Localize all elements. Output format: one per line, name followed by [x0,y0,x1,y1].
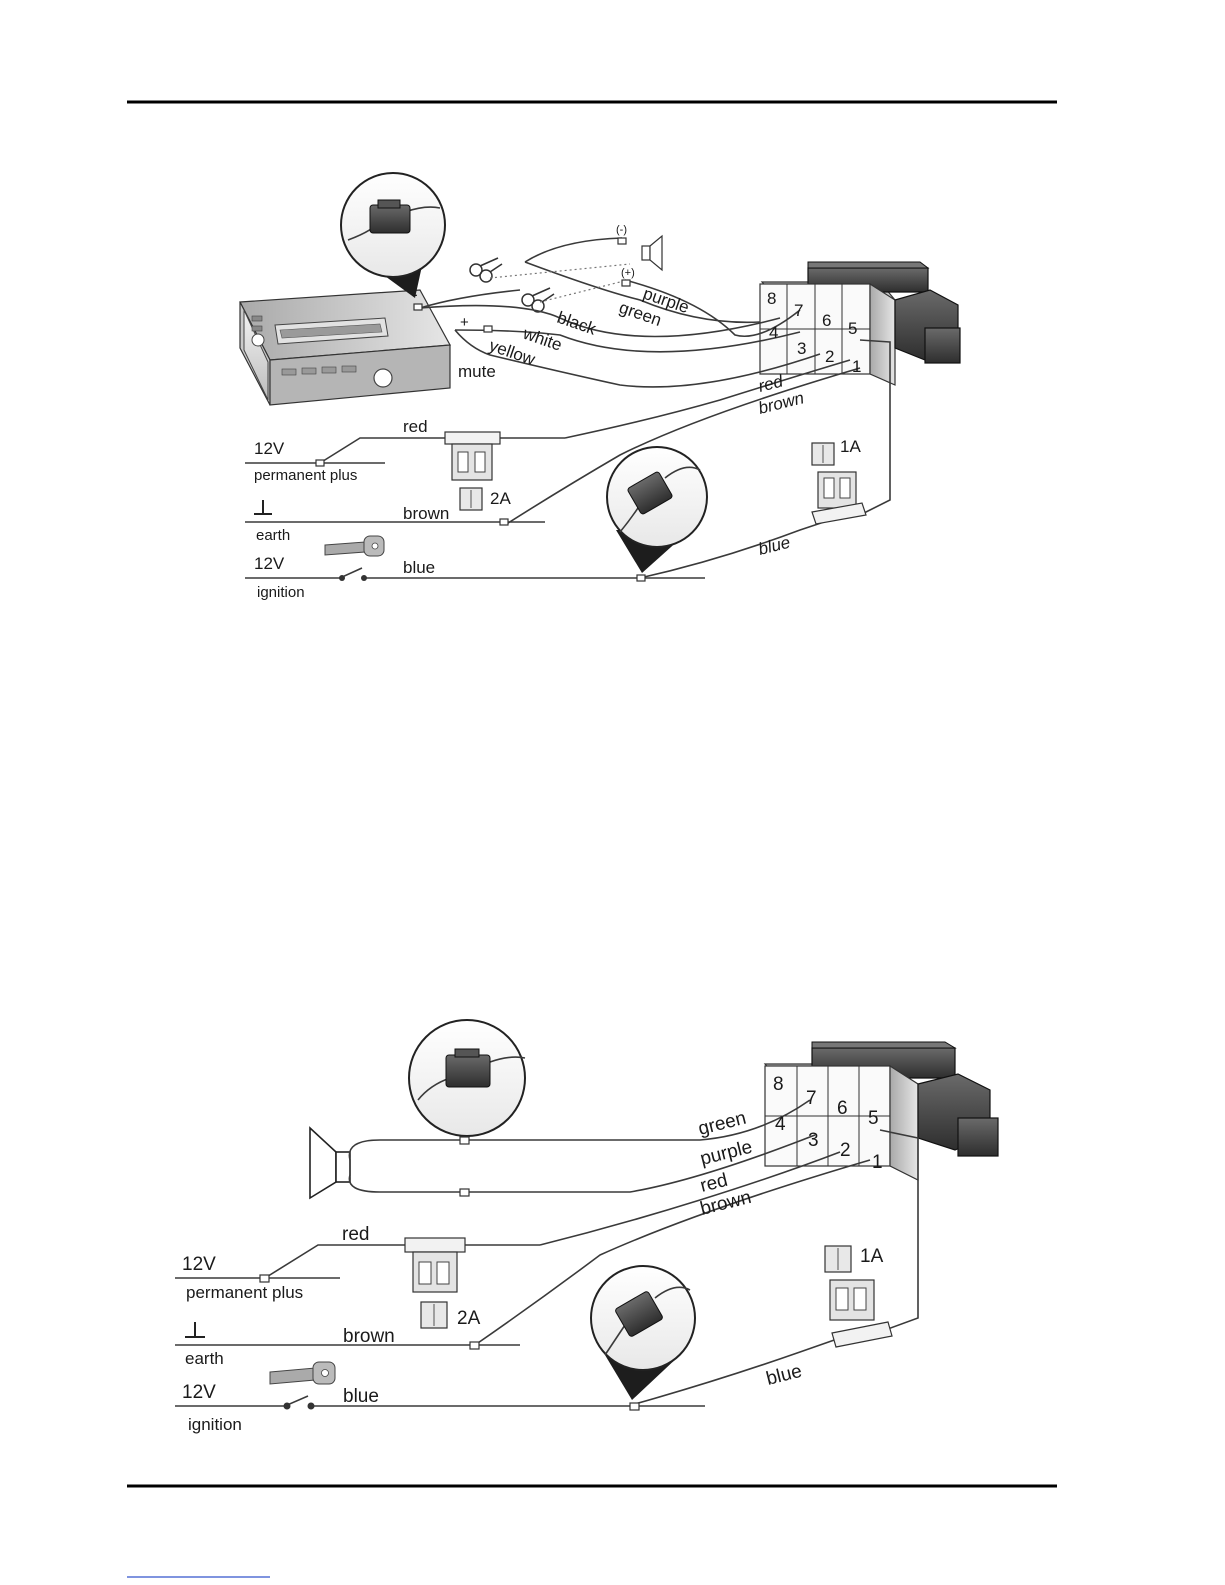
plug-detail-magnifier [341,173,445,298]
supply-label-permanent-plus: permanent plus [186,1283,303,1302]
wire-label-purple: purple [698,1137,754,1170]
supply-label-earth: earth [256,527,290,544]
pin-label: 4 [769,323,778,342]
pin-label: 8 [773,1074,784,1095]
plug-detail-magnifier [591,1266,695,1400]
wire-label-blue-supply: blue [343,1386,379,1407]
pin-label: 1 [872,1152,883,1173]
pin-label: 3 [808,1130,819,1151]
pin-label: 7 [806,1088,817,1109]
polarity-minus-label: - [412,285,418,304]
plug-detail-magnifier [409,1020,525,1140]
plug-detail-magnifier [607,447,707,573]
pin-label: 3 [797,339,806,358]
earth-symbol-icon [254,500,272,514]
fuse-label-2a: 2A [490,489,511,508]
supply-label-permanent-plus: permanent plus [254,467,357,484]
scissors-icon [470,258,502,282]
speaker-minus-label: (-) [616,224,627,236]
wire-label-red-supply: red [403,417,428,436]
speaker-icon [642,236,662,270]
supply-voltage-permanent: 12V [182,1254,216,1275]
pin-label: 2 [840,1140,851,1161]
pin-label: 6 [822,311,831,330]
speaker-plus-label: (+) [621,267,635,279]
wire-label-black: black [555,308,599,339]
supply-voltage-permanent: 12V [254,439,285,458]
fuse-label-2a: 2A [457,1308,481,1329]
supply-label-ignition: ignition [188,1415,242,1434]
pin-label: 8 [767,289,776,308]
fuse-holder-2a [405,1238,465,1328]
wire-label-blue-fuse: blue [756,533,792,559]
earth-symbol-icon [185,1322,205,1337]
supply-voltage-ignition: 12V [254,554,285,573]
supply-label-ignition: ignition [257,584,305,601]
ignition-key-icon [270,1362,335,1384]
pin-label: 1 [852,357,861,376]
fuse-label-1a: 1A [840,437,861,456]
fuse-label-1a: 1A [860,1246,884,1267]
ignition-key-icon [325,536,384,556]
wire-label-green: green [696,1108,748,1140]
pin-label: 5 [848,319,857,338]
pin-label: 4 [775,1114,786,1135]
wire-label-mute: mute [458,362,496,381]
pin-label: 7 [794,301,803,320]
top-diagram: - + (-) (+) purple green black white yel… [240,173,960,601]
wire-label-brown-supply: brown [403,504,449,523]
pin-label: 2 [825,347,834,366]
bottom-diagram: green purple red brown red brown blue bl… [175,1020,998,1434]
polarity-plus-label: + [460,314,469,331]
pin-label: 6 [837,1098,848,1119]
supply-voltage-ignition: 12V [182,1382,216,1403]
wire-label-blue-supply: blue [403,558,435,577]
speaker-icon [310,1128,350,1198]
wire-label-red-supply: red [342,1224,369,1245]
pin-label: 5 [868,1108,879,1129]
wire-label-brown-supply: brown [343,1326,395,1347]
wire-label-blue-fuse: blue [764,1361,804,1390]
supply-label-earth: earth [185,1349,224,1368]
